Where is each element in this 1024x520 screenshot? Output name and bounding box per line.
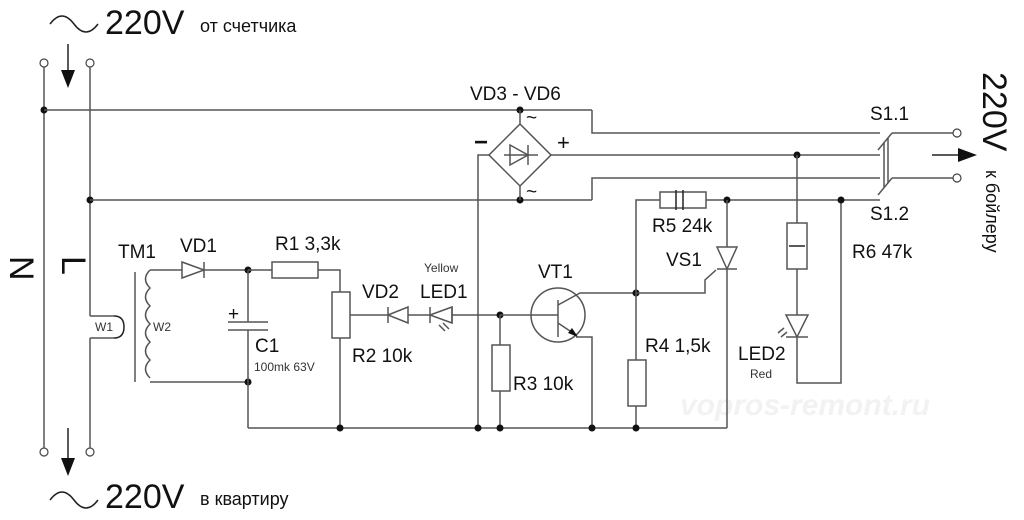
diode-bridge: [477, 106, 880, 428]
terminal-l-in: [85, 58, 95, 68]
r4-label: R4 1,5k: [645, 336, 711, 357]
arrow-down-input-icon: [61, 44, 75, 88]
input-voltage: 220V: [105, 4, 185, 42]
boiler-voltage: 220V: [975, 72, 1013, 152]
diode-vd1: [174, 260, 248, 280]
arrow-right-boiler-icon: [932, 148, 977, 162]
led2-label: LED2: [738, 344, 786, 365]
switch-s1: [877, 128, 962, 196]
r1-label: R1 3,3k: [275, 234, 341, 255]
transformer-tm1: [90, 269, 248, 383]
bridge-minus: −: [474, 129, 488, 156]
led2-color: Red: [750, 367, 772, 381]
transistor-vt1: [530, 287, 636, 428]
vd1-label: VD1: [180, 236, 217, 257]
led1-color: Yellow: [424, 261, 459, 275]
watermark: vopros-remont.ru: [680, 389, 930, 422]
resistor-r3: [491, 344, 511, 392]
s12-label: S1.2: [870, 204, 909, 225]
vd2-label: VD2: [362, 282, 399, 303]
input-text: от счетчика: [200, 16, 297, 36]
terminal-n-out: [39, 447, 49, 457]
w1-label: W1: [95, 320, 113, 334]
ac-input-icon: [49, 15, 99, 33]
led1-label: LED1: [420, 282, 468, 303]
resistor-r4: [627, 359, 647, 407]
potentiometer-r2: [331, 291, 351, 339]
terminal-l-out: [85, 447, 95, 457]
r6-label: R6 47k: [852, 242, 913, 263]
neutral-label: N: [2, 256, 40, 281]
arrow-down-output-icon: [61, 428, 75, 476]
tm1-label: TM1: [118, 242, 156, 263]
s11-label: S1.1: [870, 104, 909, 125]
bridge-ac-top: ~: [526, 108, 537, 129]
bridge-label: VD3 - VD6: [470, 84, 561, 105]
w2-label: W2: [153, 320, 171, 334]
c1-plus: +: [228, 304, 239, 325]
vt1-label: VT1: [538, 262, 573, 283]
led2: [777, 200, 842, 384]
c1-value: 100mk 63V: [254, 360, 315, 374]
boiler-text: к бойлеру: [982, 170, 1002, 253]
diode-vd2: [385, 305, 430, 325]
r3-label: R3 10k: [513, 374, 574, 395]
ac-output-icon: [49, 491, 99, 509]
bridge-plus: +: [557, 130, 570, 155]
terminal-n-in: [39, 58, 49, 68]
thyristor-vs1: [636, 200, 739, 428]
output-text: в квартиру: [200, 489, 289, 509]
resistor-r1: [271, 261, 319, 279]
bridge-ac-bottom: ~: [526, 182, 537, 203]
line-label: L: [54, 256, 92, 275]
c1-label: C1: [255, 336, 279, 357]
vs1-label: VS1: [666, 250, 702, 271]
output-voltage: 220V: [105, 478, 185, 516]
led1: [427, 305, 500, 332]
r2-label: R2 10k: [352, 346, 413, 367]
r5-label: R5 24k: [652, 216, 713, 237]
